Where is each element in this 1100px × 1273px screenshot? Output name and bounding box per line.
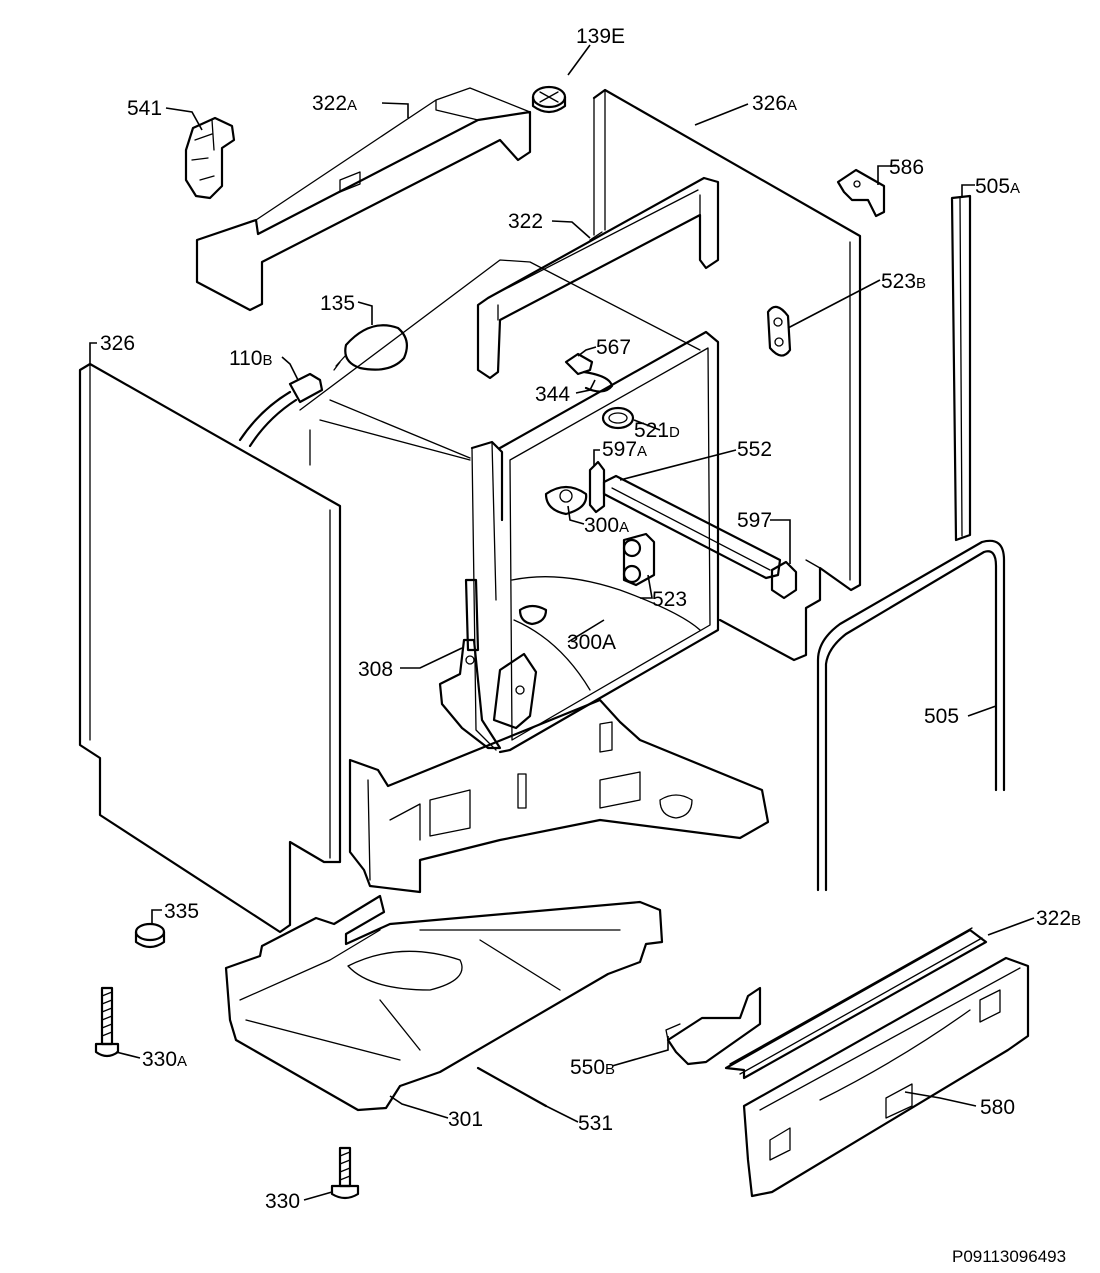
label-505a-num: 505	[975, 175, 1010, 198]
label-567: 567	[596, 336, 631, 359]
label-300a: 300A	[567, 631, 616, 654]
label-550b: 550B	[570, 1056, 615, 1079]
part-322-frame	[476, 176, 720, 380]
label-552: 552	[737, 438, 772, 461]
part-base-frame	[348, 698, 770, 894]
label-330a: 330A	[142, 1048, 187, 1071]
label-110b-num: 110	[229, 347, 262, 370]
label-300a-small: 300A	[584, 514, 629, 537]
part-300a-sump	[511, 576, 701, 691]
part-110b-hose	[238, 372, 324, 448]
label-330a-num: 330	[142, 1048, 177, 1071]
part-300a-spray-arm-hub	[544, 485, 588, 516]
label-322b-num: 322	[1036, 907, 1071, 930]
label-541: 541	[127, 97, 162, 120]
part-301-base-tray	[224, 894, 664, 1112]
label-505a-suffix: A	[1010, 180, 1020, 197]
label-326: 326	[100, 332, 135, 355]
part-597-bracket	[770, 560, 798, 600]
label-330a-suffix: A	[177, 1053, 187, 1070]
part-330a-screw	[94, 986, 120, 1058]
label-505: 505	[924, 705, 959, 728]
label-326a-num: 326	[752, 92, 787, 115]
part-335-gear	[134, 922, 166, 949]
label-330: 330	[265, 1190, 300, 1213]
label-523b-suffix: B	[916, 275, 926, 292]
label-597a-suffix: A	[637, 443, 647, 460]
label-521d-num: 521	[634, 419, 669, 442]
part-567-clip	[564, 352, 594, 376]
label-523b: 523B	[881, 270, 926, 293]
part-541-clip	[184, 116, 236, 200]
label-322b: 322B	[1036, 907, 1081, 930]
part-330-screw	[330, 1146, 360, 1200]
label-322a-num: 322	[312, 92, 347, 115]
part-door-frame	[470, 330, 720, 754]
label-322b-suffix: B	[1071, 912, 1081, 929]
label-521d: 521D	[634, 419, 680, 442]
label-135: 135	[320, 292, 355, 315]
label-110b-suffix: B	[262, 352, 272, 369]
label-301: 301	[448, 1108, 483, 1131]
label-335: 335	[164, 900, 199, 923]
part-tub-outline	[299, 259, 701, 466]
label-550b-num: 550	[570, 1056, 605, 1079]
part-326a-side-panel	[592, 88, 862, 662]
part-521d-cap	[601, 406, 635, 430]
part-505a-seal-strip	[950, 194, 972, 542]
label-110b: 110B	[229, 347, 273, 370]
part-580-kick-plate	[742, 956, 1030, 1198]
part-344-spring	[582, 370, 614, 393]
part-308-hinge	[438, 578, 538, 750]
part-322a-top-rail	[195, 87, 532, 312]
part-135-dispenser	[333, 324, 409, 371]
label-139e: 139E	[576, 25, 625, 48]
label-322a: 322A	[312, 92, 357, 115]
part-523b-grommet	[766, 305, 792, 357]
label-326a: 326A	[752, 92, 797, 115]
label-523b-num: 523	[881, 270, 916, 293]
label-523: 523	[652, 588, 687, 611]
label-586: 586	[889, 156, 924, 179]
label-300a-small-suffix: A	[619, 519, 629, 536]
label-597a-num: 597	[602, 438, 637, 461]
leader-lines	[89, 44, 1035, 1201]
label-580: 580	[980, 1096, 1015, 1119]
part-523-grommet	[622, 532, 656, 587]
part-552-rail	[602, 474, 782, 580]
label-597: 597	[737, 509, 772, 532]
label-344: 344	[535, 383, 570, 406]
label-531: 531	[578, 1112, 613, 1135]
drawing-code: P09113096493	[952, 1247, 1066, 1266]
part-586-bracket	[836, 168, 886, 218]
part-550b-bracket	[665, 986, 762, 1066]
part-322b-front-rail	[724, 927, 988, 1080]
label-597a: 597A	[602, 438, 647, 461]
label-322a-suffix: A	[347, 97, 357, 114]
label-505a: 505A	[975, 175, 1020, 198]
part-531-rod	[476, 1066, 548, 1108]
label-521d-suffix: D	[669, 424, 680, 441]
label-308: 308	[358, 658, 393, 681]
part-326-side-panel	[78, 362, 342, 934]
label-322: 322	[508, 210, 543, 233]
part-139e-knob	[531, 85, 567, 114]
label-300a-small-num: 300	[584, 514, 619, 537]
part-597a-bracket	[588, 460, 606, 514]
label-326a-suffix: A	[787, 97, 797, 114]
part-505-door-seal	[816, 539, 1006, 892]
label-550b-suffix: B	[605, 1061, 615, 1078]
